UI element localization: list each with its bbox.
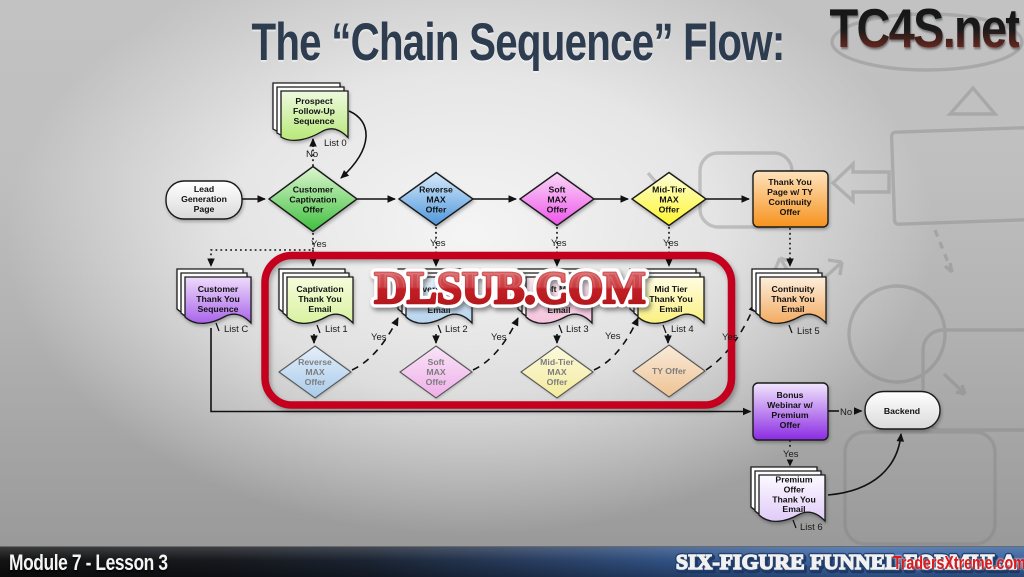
svg-text:List 5: List 5 <box>797 326 820 337</box>
svg-text:Yes: Yes <box>430 238 446 249</box>
svg-text:List 6: List 6 <box>800 522 823 533</box>
svg-text:Premium: Premium <box>771 410 808 420</box>
svg-text:Yes: Yes <box>371 332 387 343</box>
svg-text:Thank You: Thank You <box>772 495 816 505</box>
svg-text:Yes: Yes <box>491 332 507 343</box>
svg-text:Webinar w/: Webinar w/ <box>767 400 813 410</box>
svg-text:Thank You: Thank You <box>196 294 240 304</box>
svg-text:Offer: Offer <box>780 420 801 430</box>
svg-text:Continuity: Continuity <box>772 284 815 294</box>
svg-text:Premium: Premium <box>775 475 812 485</box>
svg-text:Offer: Offer <box>426 377 447 387</box>
svg-text:Offer: Offer <box>426 205 447 215</box>
svg-text:Follow-Up: Follow-Up <box>293 106 335 116</box>
svg-text:Offer: Offer <box>305 377 326 387</box>
svg-text:Email: Email <box>427 305 450 315</box>
svg-text:List 2: List 2 <box>445 324 468 335</box>
svg-text:DLSUB.COM: DLSUB.COM <box>374 263 645 313</box>
svg-text:Yes: Yes <box>551 238 567 249</box>
svg-text:Offer: Offer <box>784 485 805 495</box>
svg-text:SIX-FIGURE FUNNEL FORMULA: SIX-FIGURE FUNNEL FORMULA <box>676 550 1017 574</box>
svg-text:Email: Email <box>547 305 570 315</box>
svg-text:Mid-Tier: Mid-Tier <box>540 357 574 367</box>
svg-text:Yes: Yes <box>722 332 738 343</box>
svg-text:MAX: MAX <box>426 367 446 377</box>
svg-text:Reverse: Reverse <box>298 357 332 367</box>
svg-text:Captivation: Captivation <box>289 195 336 205</box>
svg-text:Thank You: Thank You <box>768 177 812 187</box>
svg-text:Email: Email <box>782 504 805 514</box>
svg-text:List 1: List 1 <box>325 324 348 335</box>
svg-text:MAX: MAX <box>305 367 325 377</box>
svg-text:Yes: Yes <box>311 239 327 250</box>
svg-text:Offer: Offer <box>303 205 324 215</box>
svg-text:Backend: Backend <box>884 406 920 416</box>
svg-text:Soft MAX: Soft MAX <box>540 284 579 294</box>
svg-text:Customer: Customer <box>293 185 334 195</box>
svg-text:Generation: Generation <box>181 194 227 204</box>
svg-text:Thank You: Thank You <box>649 294 693 304</box>
svg-text:Thank You: Thank You <box>771 294 815 304</box>
svg-text:Offer: Offer <box>547 377 568 387</box>
svg-text:Page w/ TY: Page w/ TY <box>767 187 813 197</box>
svg-text:Thank You: Thank You <box>417 294 461 304</box>
svg-text:Email: Email <box>659 304 682 314</box>
svg-text:Mid Tier: Mid Tier <box>654 284 688 294</box>
svg-text:MAX: MAX <box>547 195 567 205</box>
svg-text:List 3: List 3 <box>566 324 589 335</box>
svg-text:Customer: Customer <box>198 284 239 294</box>
svg-text:Bonus: Bonus <box>776 390 803 400</box>
svg-text:Reverse MAX: Reverse MAX <box>411 284 467 294</box>
svg-text:List C: List C <box>224 324 248 335</box>
svg-text:Thank You: Thank You <box>537 294 581 304</box>
svg-text:Yes: Yes <box>783 449 799 460</box>
svg-text:Email: Email <box>308 304 331 314</box>
svg-text:Lead: Lead <box>194 184 214 194</box>
svg-text:List 0: List 0 <box>324 138 347 149</box>
svg-text:Offer: Offer <box>659 205 680 215</box>
svg-text:Soft: Soft <box>549 185 566 195</box>
svg-text:TY Offer: TY Offer <box>652 366 687 376</box>
svg-text:SIX-FIGURE FUNNEL FORMULA: SIX-FIGURE FUNNEL FORMULA <box>676 550 1017 574</box>
svg-text:Mid-Tier: Mid-Tier <box>652 185 686 195</box>
svg-text:No: No <box>306 149 318 160</box>
svg-text:Offer: Offer <box>780 207 801 217</box>
svg-text:MAX: MAX <box>659 195 679 205</box>
svg-text:No: No <box>840 407 852 418</box>
svg-text:Sequence: Sequence <box>197 304 238 314</box>
svg-text:Page: Page <box>194 204 215 214</box>
svg-text:Sequence: Sequence <box>293 116 334 126</box>
svg-text:Captivation: Captivation <box>296 284 343 294</box>
svg-text:Continuity: Continuity <box>769 197 812 207</box>
svg-text:Prospect: Prospect <box>295 96 332 106</box>
svg-text:Yes: Yes <box>663 238 679 249</box>
svg-text:Thank You: Thank You <box>298 294 342 304</box>
svg-text:List 4: List 4 <box>671 324 694 335</box>
svg-text:MAX: MAX <box>426 195 446 205</box>
svg-text:Yes: Yes <box>605 331 621 342</box>
svg-text:DLSUB.COM: DLSUB.COM <box>374 263 645 313</box>
svg-text:Offer: Offer <box>547 205 568 215</box>
svg-text:DLSUB.COM: DLSUB.COM <box>374 263 645 313</box>
svg-text:Soft: Soft <box>428 357 445 367</box>
svg-text:Reverse: Reverse <box>419 185 453 195</box>
svg-text:SIX-FIGURE FUNNEL FORMULA: SIX-FIGURE FUNNEL FORMULA <box>678 552 1019 576</box>
svg-text:Email: Email <box>781 304 804 314</box>
svg-text:MAX: MAX <box>547 367 567 377</box>
